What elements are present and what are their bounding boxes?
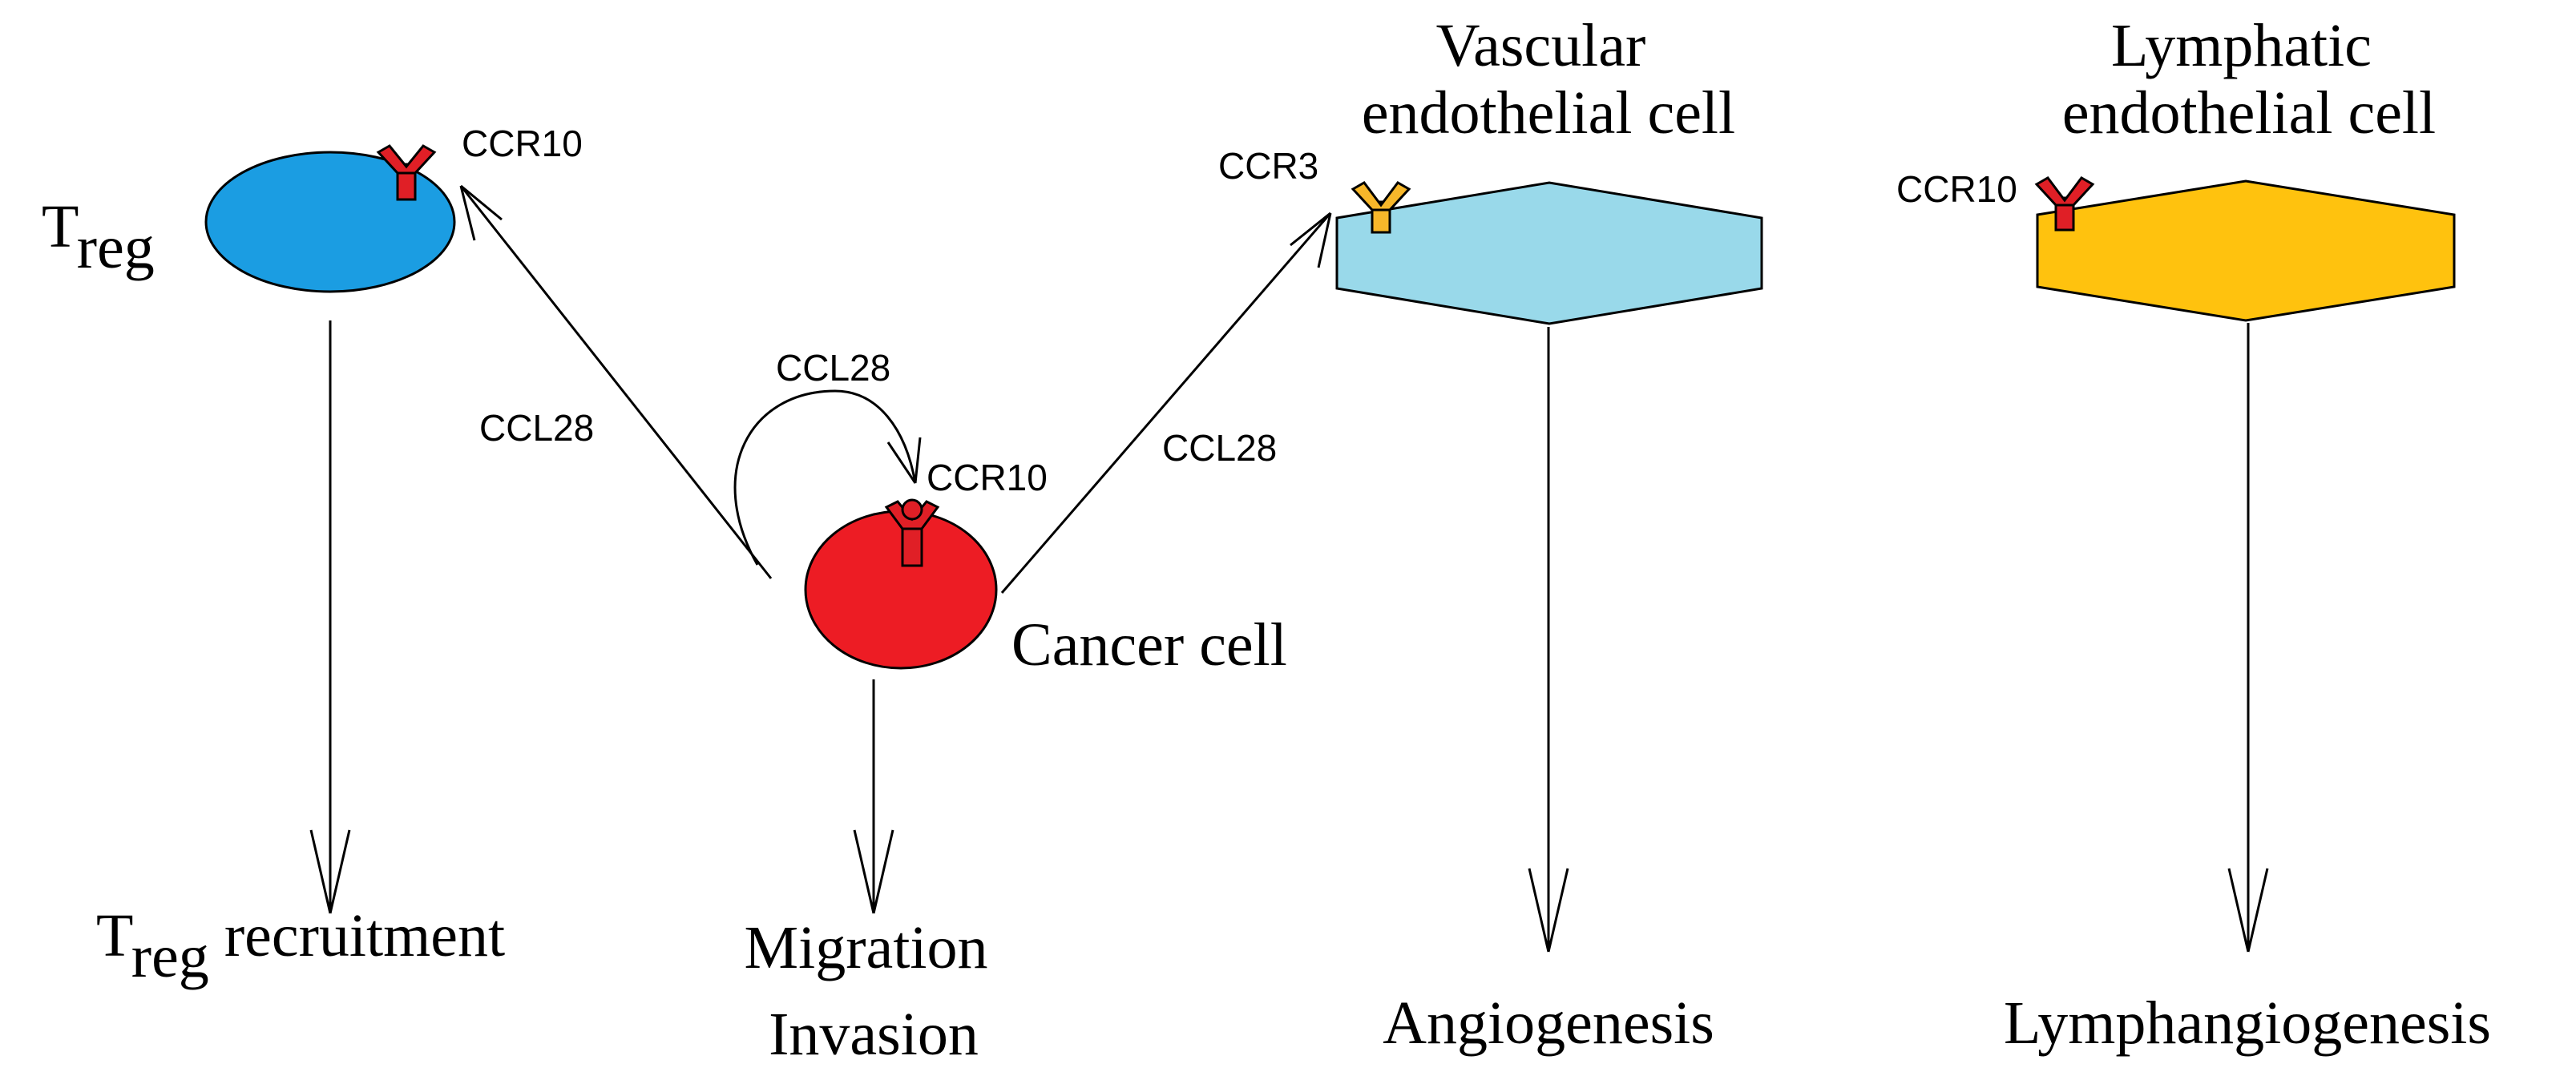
vascular-endothelial-cell-label: Vascular endothelial cell bbox=[1362, 12, 1735, 147]
treg-recruitment-main: T bbox=[96, 902, 133, 969]
ccr10-receptor-treg-icon bbox=[376, 144, 437, 201]
treg-recruitment-subscript: reg bbox=[131, 923, 209, 990]
ccr10-cancer-label: CCR10 bbox=[927, 457, 1048, 498]
vascular-endothelial-cell-body bbox=[1335, 181, 1763, 325]
treg-label-main: T bbox=[42, 193, 79, 260]
cancer-cell-label: Cancer cell bbox=[1011, 611, 1287, 679]
angiogenesis-label: Angiogenesis bbox=[1383, 989, 1714, 1057]
lymphatic-label-line1: Lymphatic bbox=[2111, 12, 2372, 79]
treg-cell bbox=[204, 144, 456, 293]
treg-label-subscript: reg bbox=[77, 214, 155, 281]
ccr3-label: CCR3 bbox=[1218, 145, 1318, 187]
ccl28-loop-label: CCL28 bbox=[776, 347, 890, 389]
arrow-cancer-to-migration bbox=[853, 679, 894, 914]
ccr3-receptor-vascular-icon bbox=[1351, 181, 1411, 234]
ccl28-left-label: CCL28 bbox=[479, 407, 594, 449]
lymphangiogenesis-label: Lymphangiogenesis bbox=[2004, 989, 2491, 1057]
migration-invasion-label: Migration Invasion bbox=[745, 914, 1003, 1068]
arrow-vascular-to-angiogenesis bbox=[1528, 327, 1569, 953]
ccr10-receptor-cancer-icon bbox=[884, 498, 940, 567]
invasion-label: Invasion bbox=[769, 1001, 979, 1068]
treg-label: Treg bbox=[42, 193, 155, 281]
lymphatic-endothelial-cell-label: Lymphatic endothelial cell bbox=[2062, 12, 2436, 147]
cancer-cell bbox=[804, 498, 998, 670]
lymphatic-label-line2: endothelial cell bbox=[2062, 79, 2436, 147]
treg-recruitment-rest: recruitment bbox=[209, 902, 505, 969]
ccr10-treg-label: CCR10 bbox=[462, 123, 583, 164]
ccl28-right-label: CCL28 bbox=[1162, 427, 1277, 469]
ccr10-lymphatic-label: CCR10 bbox=[1896, 168, 2017, 210]
vascular-endothelial-cell bbox=[1335, 181, 1763, 325]
vascular-label-line1: Vascular bbox=[1436, 12, 1646, 79]
treg-cell-body bbox=[204, 151, 456, 293]
treg-recruitment-label: Treg recruitment bbox=[96, 902, 505, 990]
lymphatic-endothelial-cell-body bbox=[2036, 179, 2456, 322]
ccr10-receptor-lymphatic-icon bbox=[2034, 176, 2095, 232]
ccl28-arrow-to-vascular bbox=[1000, 212, 1332, 594]
cancer-cell-body bbox=[804, 510, 998, 670]
ccl28-autocrine-loop-arrow bbox=[733, 389, 922, 566]
lymphatic-endothelial-cell bbox=[2034, 176, 2456, 322]
migration-label: Migration bbox=[745, 914, 988, 981]
arrow-lymphatic-to-lymphangiogenesis bbox=[2227, 323, 2269, 953]
vascular-label-line2: endothelial cell bbox=[1362, 79, 1735, 147]
ccl28-arrow-to-treg bbox=[459, 184, 773, 579]
arrow-treg-to-recruitment bbox=[309, 320, 351, 914]
